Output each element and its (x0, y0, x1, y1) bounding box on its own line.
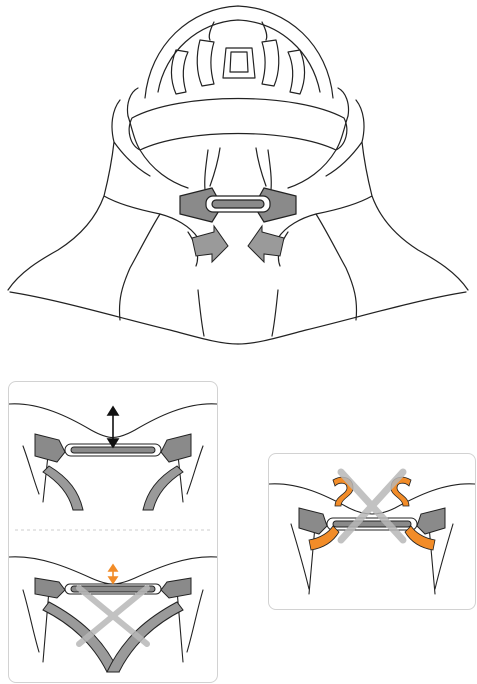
main-illustration (0, 0, 477, 350)
right-hand (338, 88, 468, 290)
helmet-hands-drawing (0, 0, 477, 350)
chin-buckle (180, 188, 296, 222)
small-double-arrow-icon (109, 565, 117, 583)
detail-panel-right (268, 453, 476, 610)
double-arrow-icon (108, 407, 118, 447)
buckle-views-drawing (9, 382, 217, 682)
detail-panel-left (8, 381, 218, 683)
left-hand (8, 88, 138, 290)
buckle-incorrect (35, 578, 191, 672)
cross-icon (79, 588, 147, 644)
helmet-rim (129, 99, 347, 151)
misrouted-strap-drawing (269, 454, 475, 609)
buckle-misrouted (299, 508, 445, 534)
